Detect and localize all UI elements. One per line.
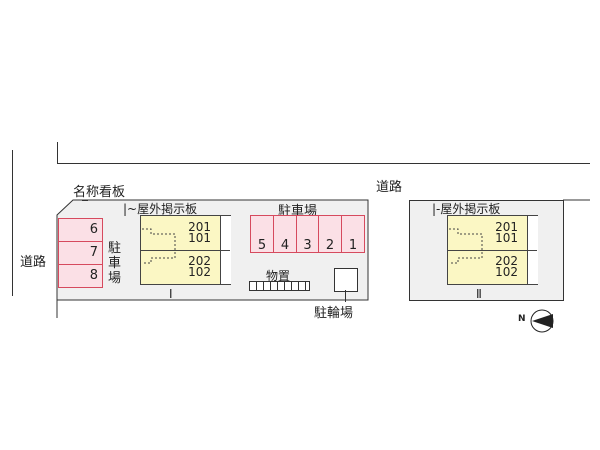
road-label-top: 道路 xyxy=(376,180,403,195)
building-1: 201 101 202 102 xyxy=(140,215,231,285)
unit-102: 102 xyxy=(495,265,518,279)
parking-space-1: 1 xyxy=(341,215,365,253)
bicycle-parking-label: 駐輪場 xyxy=(314,306,354,321)
parking-space-5: 5 xyxy=(250,215,274,253)
parking-space-2: 2 xyxy=(318,215,342,253)
stair-dashed xyxy=(449,228,483,264)
unit-201: 201 xyxy=(188,220,211,234)
parking-space-4: 4 xyxy=(273,215,297,253)
unit-202: 202 xyxy=(188,254,211,268)
parking-side-label-1: 駐 xyxy=(108,241,122,256)
bicycle-parking xyxy=(334,268,358,292)
left-road-edge xyxy=(12,150,13,296)
sign-name-label: 名称看板 xyxy=(73,185,126,200)
building-2-label: Ⅱ xyxy=(476,287,482,301)
building-2: 201 101 202 102 xyxy=(447,215,538,285)
unit-201: 201 xyxy=(495,220,518,234)
sign-marker xyxy=(82,200,88,201)
parking-space-3: 3 xyxy=(296,215,319,253)
building-1-label: Ⅰ xyxy=(169,287,173,301)
unit-102: 102 xyxy=(188,265,211,279)
unit-divider xyxy=(448,250,537,251)
unit-202: 202 xyxy=(495,254,518,268)
unit-101: 101 xyxy=(495,231,518,245)
storage-label: 物置 xyxy=(266,269,291,283)
bicycle-leader-line xyxy=(345,290,346,302)
top-road-edge xyxy=(57,163,590,164)
board-marker: |- xyxy=(432,202,441,216)
unit-101: 101 xyxy=(188,231,211,245)
board-marker: |~ xyxy=(123,202,138,216)
bulletin-board-text: 屋外掲示板 xyxy=(137,202,198,216)
top-road-edge xyxy=(57,142,58,163)
storage xyxy=(249,281,310,291)
bulletin-board-label-2: |-屋外掲示板 xyxy=(432,200,500,217)
parking-space-8: 8 xyxy=(58,264,103,288)
north-label: N xyxy=(518,314,526,324)
bulletin-board-text: 屋外掲示板 xyxy=(440,202,501,216)
parking-space-7: 7 xyxy=(58,241,103,265)
parking-space-6: 6 xyxy=(58,218,103,242)
stair-dashed xyxy=(142,228,176,264)
road-label-left: 道路 xyxy=(20,255,47,270)
unit-divider xyxy=(141,250,230,251)
parking-side-label-2: 車 xyxy=(108,256,122,271)
parking-side-label-3: 場 xyxy=(108,271,122,286)
bulletin-board-label-1: |~屋外掲示板 xyxy=(123,200,197,217)
north-arrow-icon xyxy=(530,309,554,333)
